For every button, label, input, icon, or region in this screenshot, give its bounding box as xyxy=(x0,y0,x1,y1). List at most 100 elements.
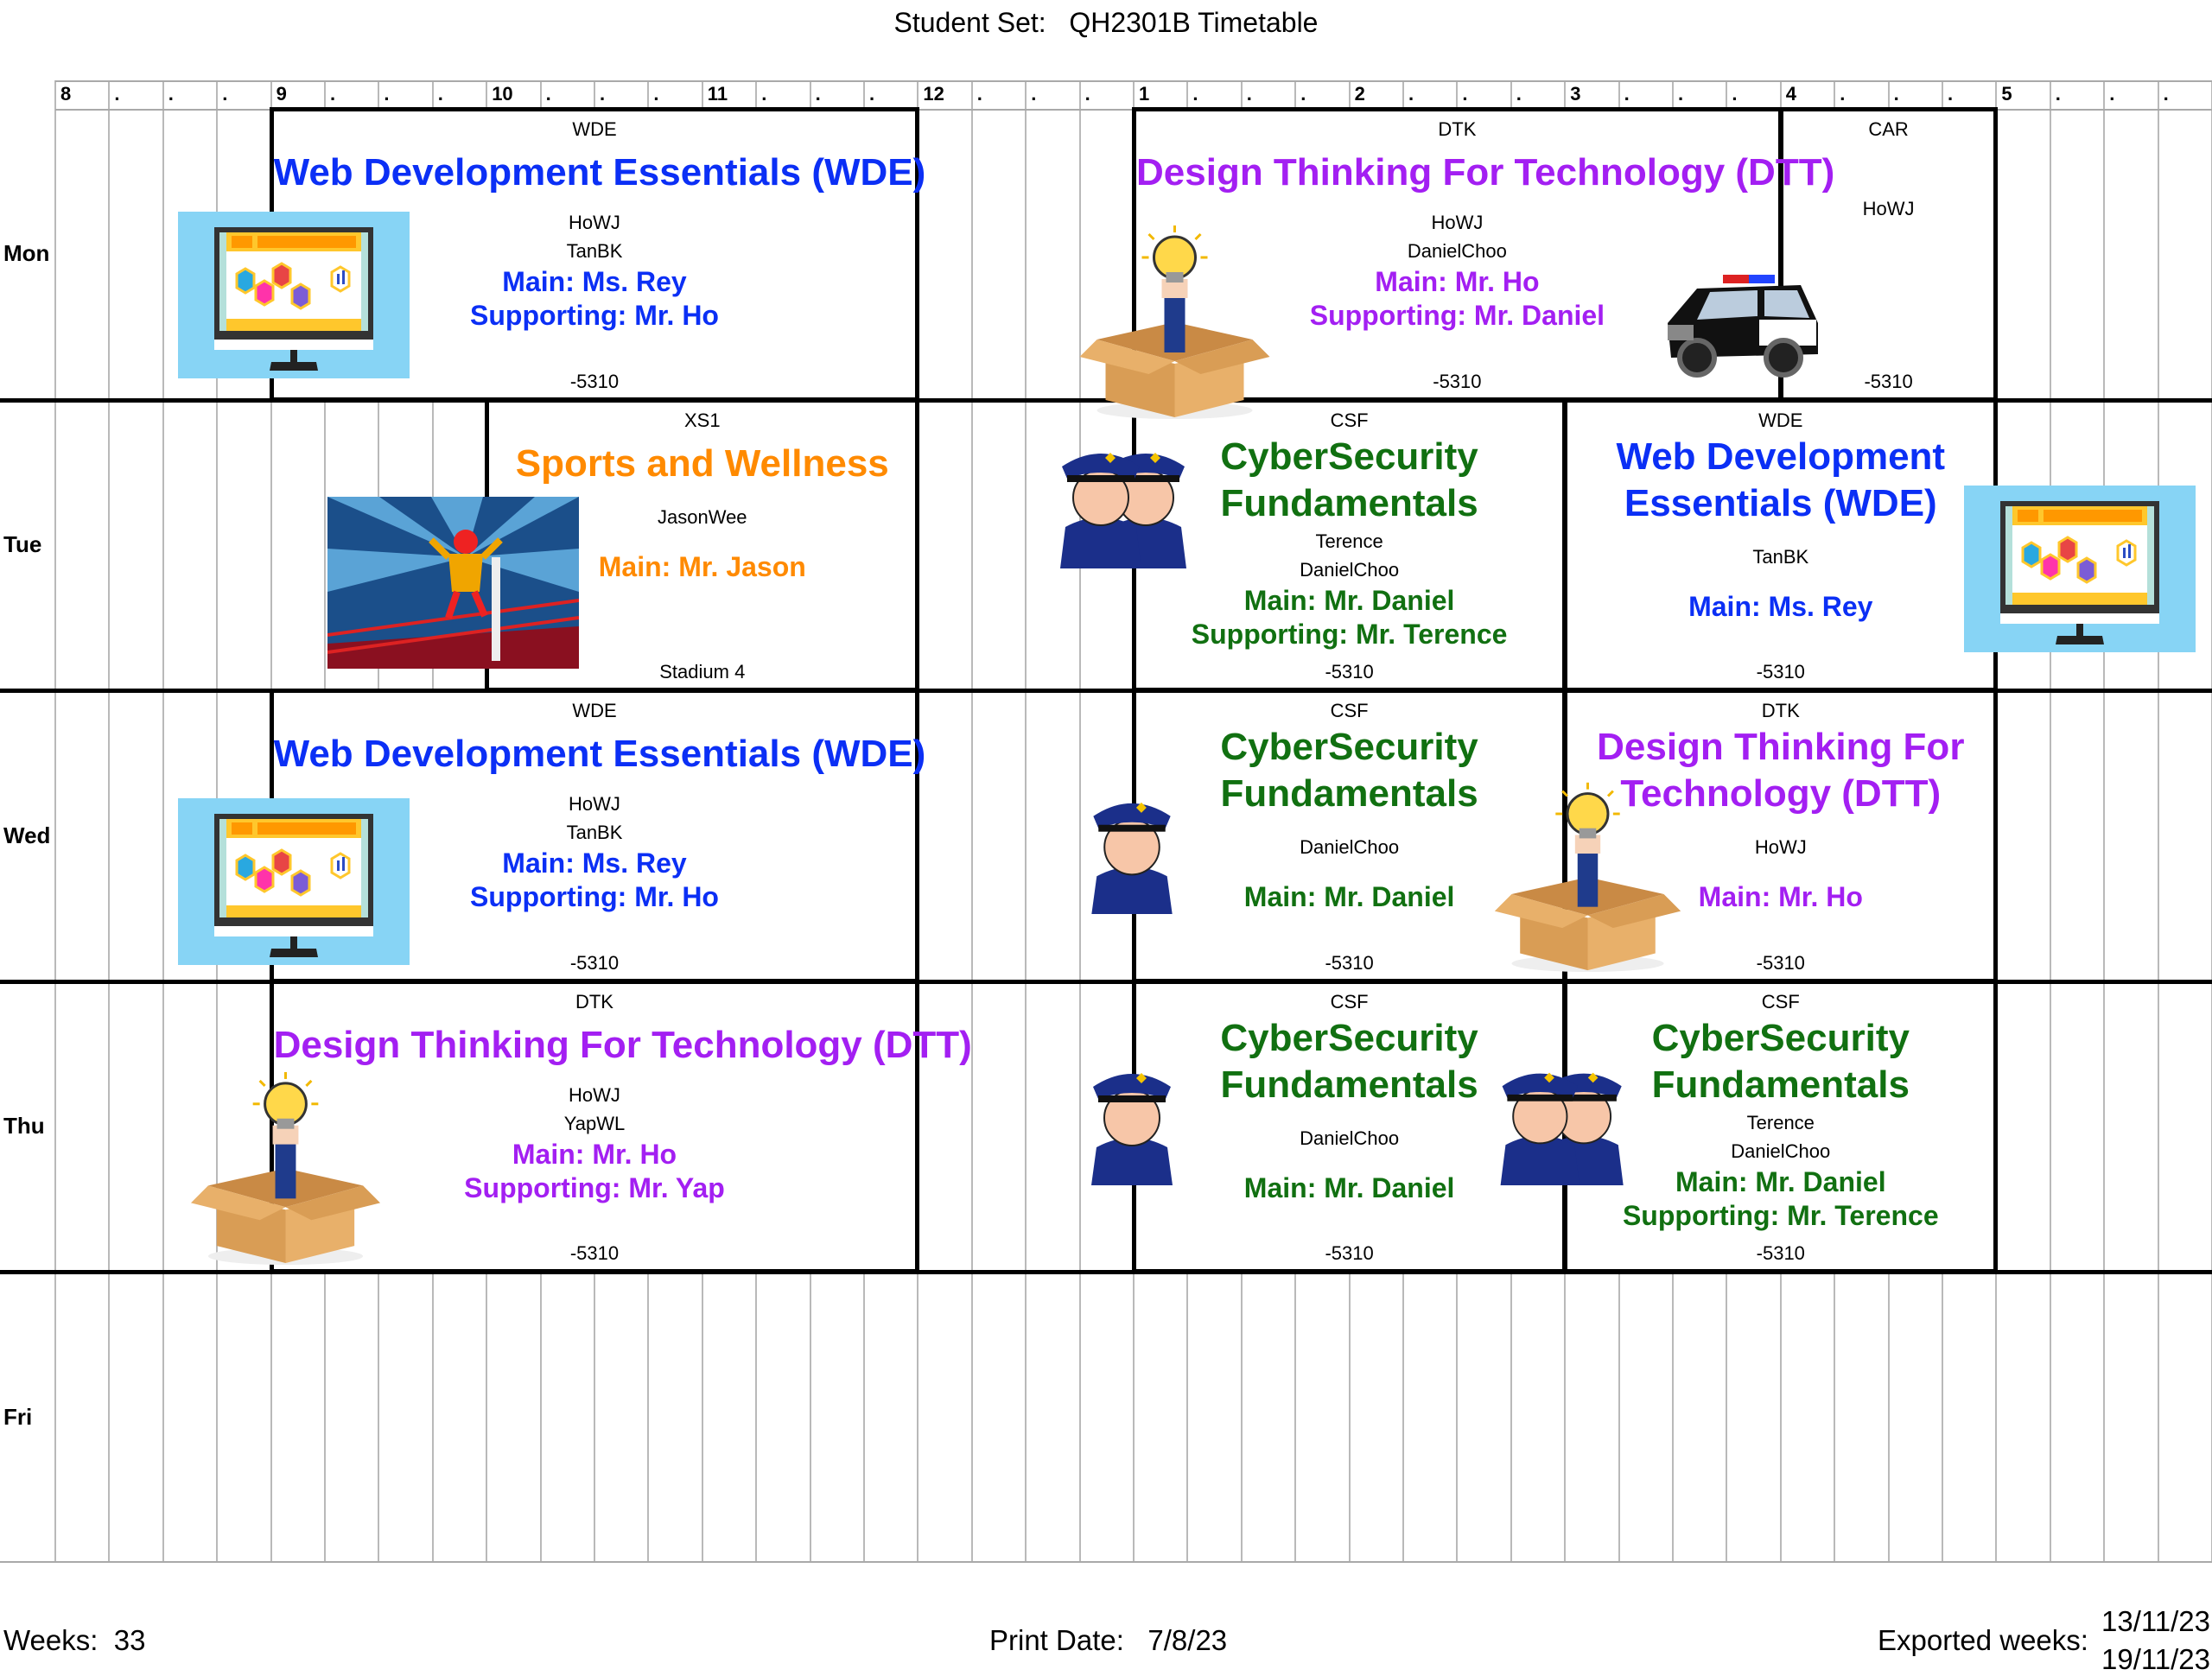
time-tick-label: . xyxy=(1462,83,1468,105)
event-title-line: Design Thinking For Technology (DTT) xyxy=(1136,151,1835,194)
event-title-line: Fundamentals xyxy=(1220,772,1478,816)
time-tick-label: . xyxy=(1031,83,1037,105)
police-car-icon xyxy=(1662,271,1823,378)
event-main-teacher: Main: Mr. Daniel xyxy=(1243,881,1455,913)
event-title-line: CyberSecurity xyxy=(1220,435,1478,478)
time-tick-label: . xyxy=(976,83,982,105)
day-label-thu: Thu xyxy=(3,1113,45,1140)
time-tick-label: . xyxy=(437,83,443,105)
event-supporting-teacher: Supporting: Mr. Ho xyxy=(470,300,719,331)
grid-column-line xyxy=(970,80,973,1562)
event-room: -5310 xyxy=(1756,951,1805,974)
event-title: Sports and Wellness xyxy=(489,441,915,487)
event-title-line: Fundamentals xyxy=(1220,481,1478,524)
event-room: -5310 xyxy=(1756,1242,1805,1265)
event-supporting-teacher: Supporting: Mr. Yap xyxy=(464,1171,725,1203)
event-code: CSF xyxy=(1330,990,1369,1013)
event-room: -5310 xyxy=(1325,1242,1374,1265)
event-title-line: CyberSecurity xyxy=(1220,726,1478,769)
event-staff: TanBK xyxy=(1567,543,1993,571)
exported-weeks-label: Exported weeks: xyxy=(1878,1624,2088,1656)
grid-column-line xyxy=(54,80,56,1562)
time-tick-label: . xyxy=(1624,83,1630,105)
day-label-tue: Tue xyxy=(3,530,42,557)
event-code: DTK xyxy=(1761,700,1800,722)
time-tick-label: . xyxy=(330,83,336,105)
time-tick-label: 2 xyxy=(1354,83,1365,105)
staff-code: HoWJ xyxy=(1862,198,1915,219)
grid-column-line xyxy=(2157,80,2159,1562)
time-tick-label: . xyxy=(1893,83,1899,105)
event-staff: DanielChoo xyxy=(1136,833,1562,861)
grid-row-line xyxy=(0,1561,2157,1563)
day-separator xyxy=(0,689,2212,694)
event-code: XS1 xyxy=(683,409,721,431)
time-tick-label: . xyxy=(869,83,875,105)
event-code: DTK xyxy=(575,990,613,1013)
page-title: Student Set: QH2301B Timetable xyxy=(893,7,1319,38)
lightbulb-box-icon xyxy=(1079,219,1270,421)
event-main-teacher: Main: Mr. Ho xyxy=(1698,881,1863,913)
exported-week-end: 19/11/23 xyxy=(2101,1643,2211,1675)
time-tick-label: . xyxy=(1192,83,1198,105)
time-tick-label: 1 xyxy=(1139,83,1150,105)
time-tick-label: . xyxy=(653,83,659,105)
time-tick-label: . xyxy=(1678,83,1684,105)
event-title-line: Web Development xyxy=(1616,435,1946,478)
event-code: DTK xyxy=(1438,118,1477,140)
day-separator xyxy=(0,1270,2212,1275)
event-title: Web Development Essentials (WDE) xyxy=(273,149,926,196)
staff-code: YapWL xyxy=(563,1112,626,1134)
event-room: -5310 xyxy=(1325,661,1374,683)
exported-week-start: 13/11/23 xyxy=(2101,1605,2211,1637)
event-title-line: CyberSecurity xyxy=(1220,1016,1478,1059)
weeks-label: Weeks: 33 xyxy=(3,1624,146,1656)
time-tick-label: . xyxy=(1516,83,1522,105)
staff-code: JasonWee xyxy=(658,505,747,528)
grid-column-line xyxy=(1078,80,1081,1562)
grid-column-line xyxy=(108,80,111,1562)
staff-code: DanielChoo xyxy=(1407,240,1507,262)
grid-column-line xyxy=(2103,80,2106,1562)
event-title-line: Design Thinking For Technology (DTT) xyxy=(273,1023,972,1066)
police-officers-icon xyxy=(1496,1061,1637,1185)
event-main-teacher: Main: Mr. Ho xyxy=(1375,266,1540,297)
staff-code: DanielChoo xyxy=(1300,836,1400,859)
police-officer-icon xyxy=(1090,1061,1174,1185)
time-tick-label: 8 xyxy=(60,83,72,105)
event-main-teacher: Main: Ms. Rey xyxy=(502,266,687,297)
grid-row-line xyxy=(55,80,2212,82)
event-main-teacher: Main: Mr. Jason xyxy=(598,550,806,582)
time-tick-label: . xyxy=(1840,83,1846,105)
staff-code: TanBK xyxy=(1752,545,1809,568)
event-room: -5310 xyxy=(1325,951,1374,974)
staff-code: HoWJ xyxy=(1431,212,1484,233)
print-date: Print Date: 7/8/23 xyxy=(989,1624,1228,1656)
event-supporting-teacher: Supporting: Mr. Ho xyxy=(470,881,719,913)
event-title-line: Web Development Essentials (WDE) xyxy=(273,151,926,194)
event-room: Stadium 4 xyxy=(659,661,746,683)
event-code: WDE xyxy=(572,700,617,722)
staff-code: HoWJ xyxy=(569,793,620,816)
time-tick-label: 12 xyxy=(923,83,944,105)
time-tick-label: 9 xyxy=(276,83,287,105)
event-code: CSF xyxy=(1761,990,1800,1013)
event-code: CAR xyxy=(1868,118,1909,140)
time-tick-label: . xyxy=(2055,83,2061,105)
time-tick-label: 5 xyxy=(2001,83,2012,105)
event-staff: HoWJ xyxy=(1567,833,1993,861)
event-room: -5310 xyxy=(1864,370,1913,392)
police-officers-icon xyxy=(1058,441,1197,568)
